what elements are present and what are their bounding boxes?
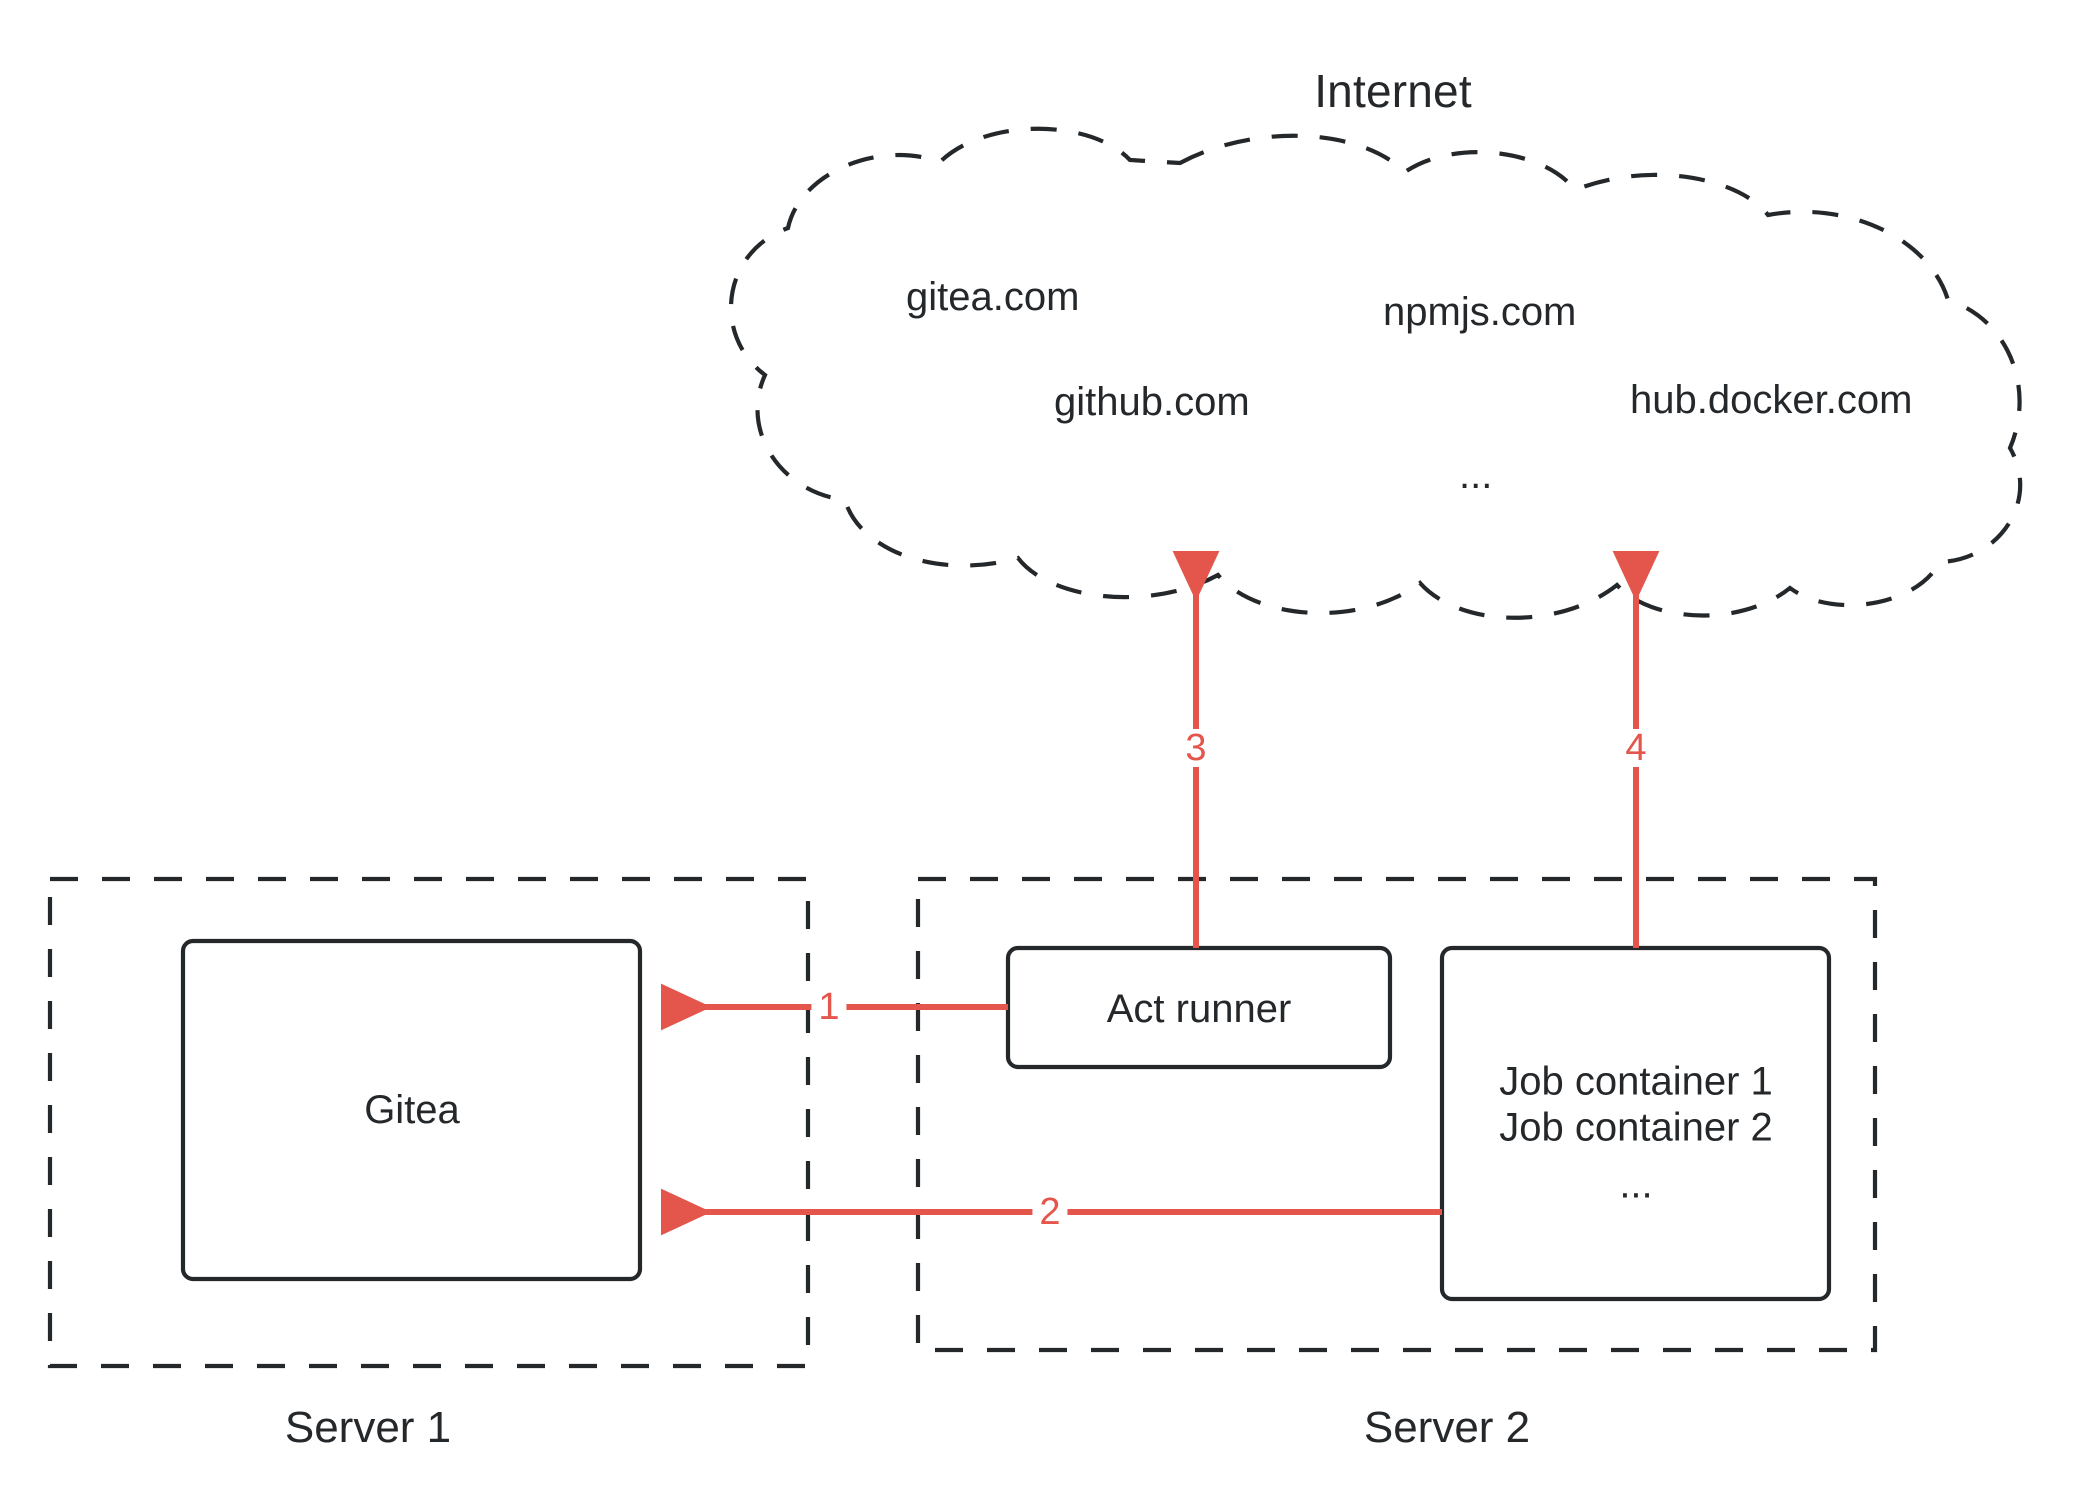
server2-boundary bbox=[915, 876, 1878, 1353]
act-runner-label: Act runner bbox=[1106, 987, 1292, 1031]
cloud-item-hub-docker-com: hub.docker.com bbox=[1630, 378, 1913, 422]
cloud-item-ellipsis: ... bbox=[1459, 453, 1493, 497]
server2-label: Server 2 bbox=[1363, 1403, 1531, 1452]
cloud-item-github-com: github.com bbox=[1054, 380, 1250, 424]
job-containers-label-stack: Job container 1 Job container 2 ... bbox=[1499, 1059, 1773, 1208]
internet-cloud-outline bbox=[729, 126, 2023, 620]
job-container-2-label: Job container 2 bbox=[1499, 1105, 1773, 1150]
server1-label: Server 1 bbox=[284, 1403, 452, 1452]
job-container-ellipsis: ... bbox=[1619, 1162, 1653, 1207]
connection-2-label: 2 bbox=[1032, 1193, 1068, 1231]
cloud-item-gitea-com: gitea.com bbox=[906, 275, 1080, 319]
page-title: Internet bbox=[1314, 65, 1472, 117]
gitea-box[interactable] bbox=[180, 938, 643, 1282]
gitea-label: Gitea bbox=[364, 1088, 460, 1132]
connection-4-label: 4 bbox=[1618, 729, 1654, 767]
job-container-1-label: Job container 1 bbox=[1499, 1059, 1773, 1104]
connection-3-label: 3 bbox=[1178, 729, 1214, 767]
server1-boundary bbox=[47, 876, 811, 1369]
cloud-item-npmjs-com: npmjs.com bbox=[1383, 290, 1577, 334]
connection-1-label: 1 bbox=[811, 988, 847, 1026]
